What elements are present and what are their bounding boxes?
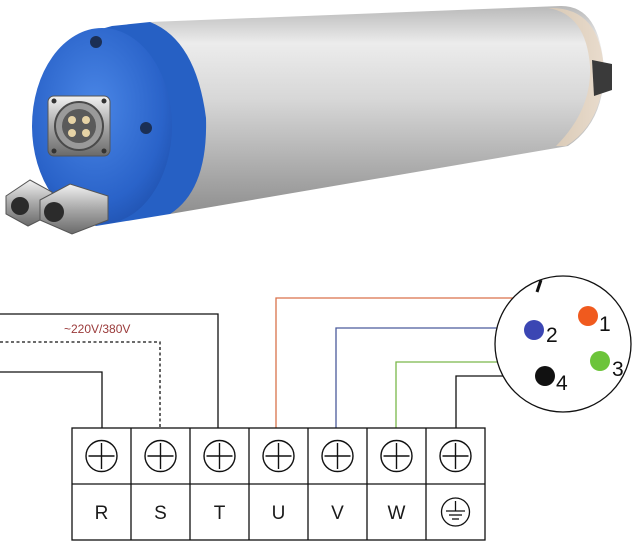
connector-key-mark <box>535 279 543 293</box>
terminal-screw-icon <box>262 439 295 473</box>
wire-v-to-pin-2 <box>335 327 530 428</box>
supply-wire-r <box>0 371 103 428</box>
terminal-label-r: R <box>95 503 109 524</box>
terminal-block <box>71 427 486 541</box>
ground-icon <box>440 497 471 527</box>
supply-wire-t <box>0 313 219 428</box>
cap-screw-icon <box>90 36 102 48</box>
terminal-label-w: W <box>388 503 406 524</box>
pin-2-dot <box>524 320 544 340</box>
pin-4-number: 4 <box>556 372 568 395</box>
terminal-screw-icon <box>203 439 236 473</box>
connector-face: 1 2 3 4 <box>494 275 632 413</box>
terminal-label-s: S <box>154 503 167 524</box>
terminal-screw-icon <box>144 439 177 473</box>
spindle-body <box>150 5 612 215</box>
supply-wire-s <box>0 341 161 428</box>
pin-3-number: 3 <box>612 358 624 381</box>
terminal-label-v: V <box>331 503 344 524</box>
aviation-connector <box>47 95 111 157</box>
terminal-screw-icon <box>321 439 354 473</box>
spindle-motor-illustration <box>5 5 612 235</box>
pin-1-number: 1 <box>599 313 611 336</box>
supply-voltage-label: ~220V/380V <box>64 322 130 336</box>
shaft-tip <box>592 60 612 96</box>
terminal-screw-icon <box>380 439 413 473</box>
terminal-screw-icon <box>85 439 118 473</box>
terminal-label-u: U <box>272 503 286 524</box>
cap-screw-icon <box>140 122 152 134</box>
pin-2-number: 2 <box>546 324 558 347</box>
pin-1-dot <box>578 306 598 326</box>
water-fitting-right <box>39 183 109 235</box>
pin-3-dot <box>590 351 610 371</box>
terminal-label-t: T <box>214 503 226 524</box>
pin-4-dot <box>535 366 555 386</box>
terminal-screw-icon <box>439 439 472 473</box>
terminal-screws <box>85 439 472 473</box>
